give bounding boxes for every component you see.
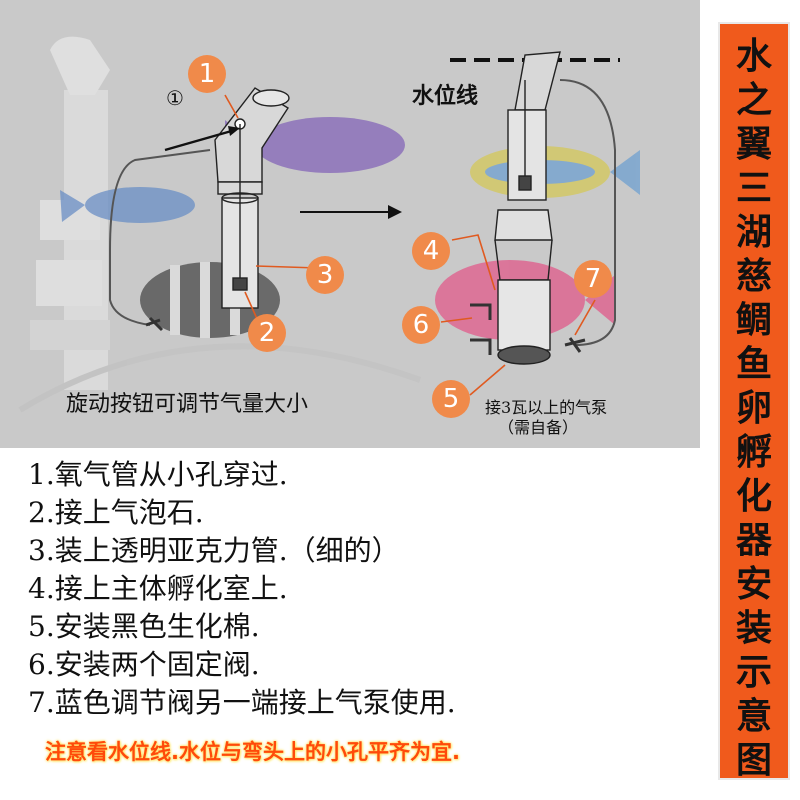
side-title-char: 翼 [736, 122, 772, 166]
side-title-char: 鱼 [736, 342, 772, 386]
side-title-char: 卵 [736, 386, 772, 430]
side-title-char: 安 [736, 562, 772, 606]
step-5: 5.安装黑色生化棉. [28, 608, 456, 646]
side-title: 水 之 翼 三 湖 慈 鲷 鱼 卵 孵 化 器 安 装 示 意 图 [720, 24, 788, 782]
fish-decoration [60, 117, 640, 340]
side-title-char: 器 [736, 518, 772, 562]
side-title-char: 鲷 [736, 298, 772, 342]
badge-3: 3 [306, 256, 344, 294]
badge-5: 5 [432, 380, 470, 418]
diagram-drawing [0, 0, 700, 448]
pump-hint-line2: （需自备） [498, 414, 578, 438]
step-1: 1.氧气管从小孔穿过. [28, 456, 456, 494]
step-7: 7.蓝色调节阀另一端接上气泵使用. [28, 684, 456, 722]
side-title-char: 三 [736, 166, 772, 210]
side-title-char: 慈 [736, 254, 772, 298]
side-title-char: 水 [736, 34, 772, 78]
side-title-char: 示 [736, 650, 772, 694]
side-title-char: 装 [736, 606, 772, 650]
product-photo [20, 37, 420, 410]
water-line-label: 水位线 [412, 78, 478, 110]
badge-1: 1 [188, 55, 226, 93]
badge-2: 2 [248, 314, 286, 352]
badge-7: 7 [574, 260, 612, 298]
side-title-char: 图 [736, 738, 772, 782]
side-title-char: 湖 [736, 210, 772, 254]
water-level-note: 注意看水位线.水位与弯头上的小孔平齐为宜. [45, 736, 460, 766]
badge-6: 6 [402, 306, 440, 344]
side-title-char: 孵 [736, 430, 772, 474]
step-3: 3.装上透明亚克力管.（细的） [28, 532, 456, 570]
step-4: 4.接上主体孵化室上. [28, 570, 456, 608]
side-title-banner: 水 之 翼 三 湖 慈 鲷 鱼 卵 孵 化 器 安 装 示 意 图 [718, 22, 790, 780]
side-title-char: 之 [736, 78, 772, 122]
side-title-char: 化 [736, 474, 772, 518]
side-title-char: 意 [736, 694, 772, 738]
circled-one-label: ① [166, 86, 184, 110]
step-list: 1.氧气管从小孔穿过. 2.接上气泡石. 3.装上透明亚克力管.（细的） 4.接… [28, 456, 456, 722]
knob-hint-label: 旋动按钮可调节气量大小 [66, 386, 308, 418]
badge-4: 4 [412, 232, 450, 270]
step-6: 6.安装两个固定阀. [28, 646, 456, 684]
installation-diagram: 1 2 3 4 5 6 7 ① 水位线 旋动按钮可调节气量大小 接3瓦以上的气泵… [0, 0, 700, 448]
step-2: 2.接上气泡石. [28, 494, 456, 532]
